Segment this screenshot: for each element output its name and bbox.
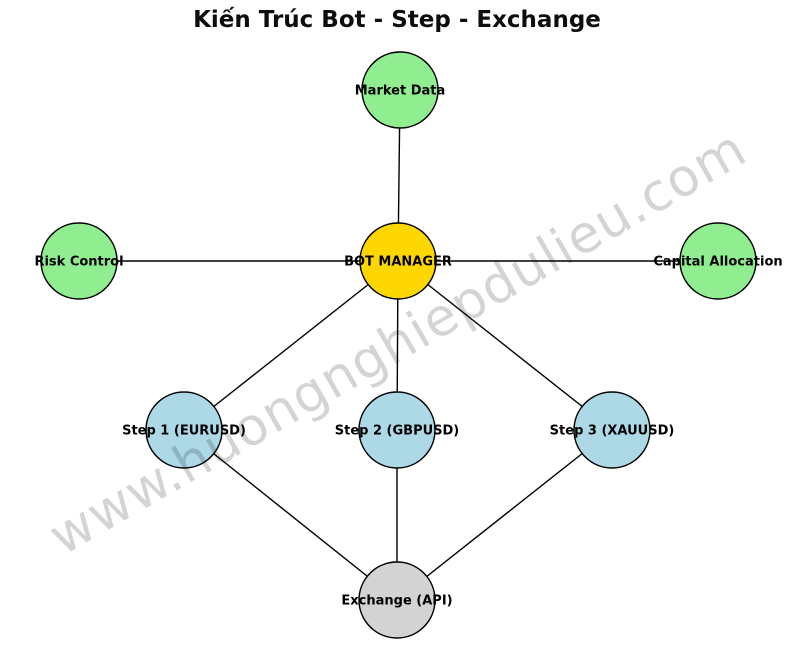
node-label-step-3: Step 3 (XAUUSD): [550, 424, 675, 439]
edge-step-3-exchange: [396, 429, 613, 601]
edge-bot-manager-step-1: [183, 260, 399, 431]
node-label-step-1: Step 1 (EURUSD): [122, 424, 246, 439]
node-label-exchange: Exchange (API): [341, 594, 452, 609]
node-step-1: [145, 391, 223, 469]
node-market-data: [361, 51, 439, 129]
node-bot-manager: [359, 222, 437, 300]
node-step-3: [573, 391, 651, 469]
edge-bot-manager-step-3: [397, 260, 613, 431]
node-capital-allocation: [679, 222, 757, 300]
node-label-risk-control: Risk Control: [34, 255, 123, 270]
node-step-2: [358, 391, 436, 469]
node-label-step-2: Step 2 (GBPUSD): [335, 424, 460, 439]
node-label-market-data: Market Data: [355, 84, 446, 99]
node-risk-control: [40, 222, 118, 300]
page-title: Kiến Trúc Bot - Step - Exchange: [193, 7, 601, 33]
node-label-bot-manager: BOT MANAGER: [344, 255, 452, 270]
node-label-capital-allocation: Capital Allocation: [653, 255, 782, 270]
edge-step-1-exchange: [183, 429, 398, 601]
node-exchange: [358, 561, 436, 639]
